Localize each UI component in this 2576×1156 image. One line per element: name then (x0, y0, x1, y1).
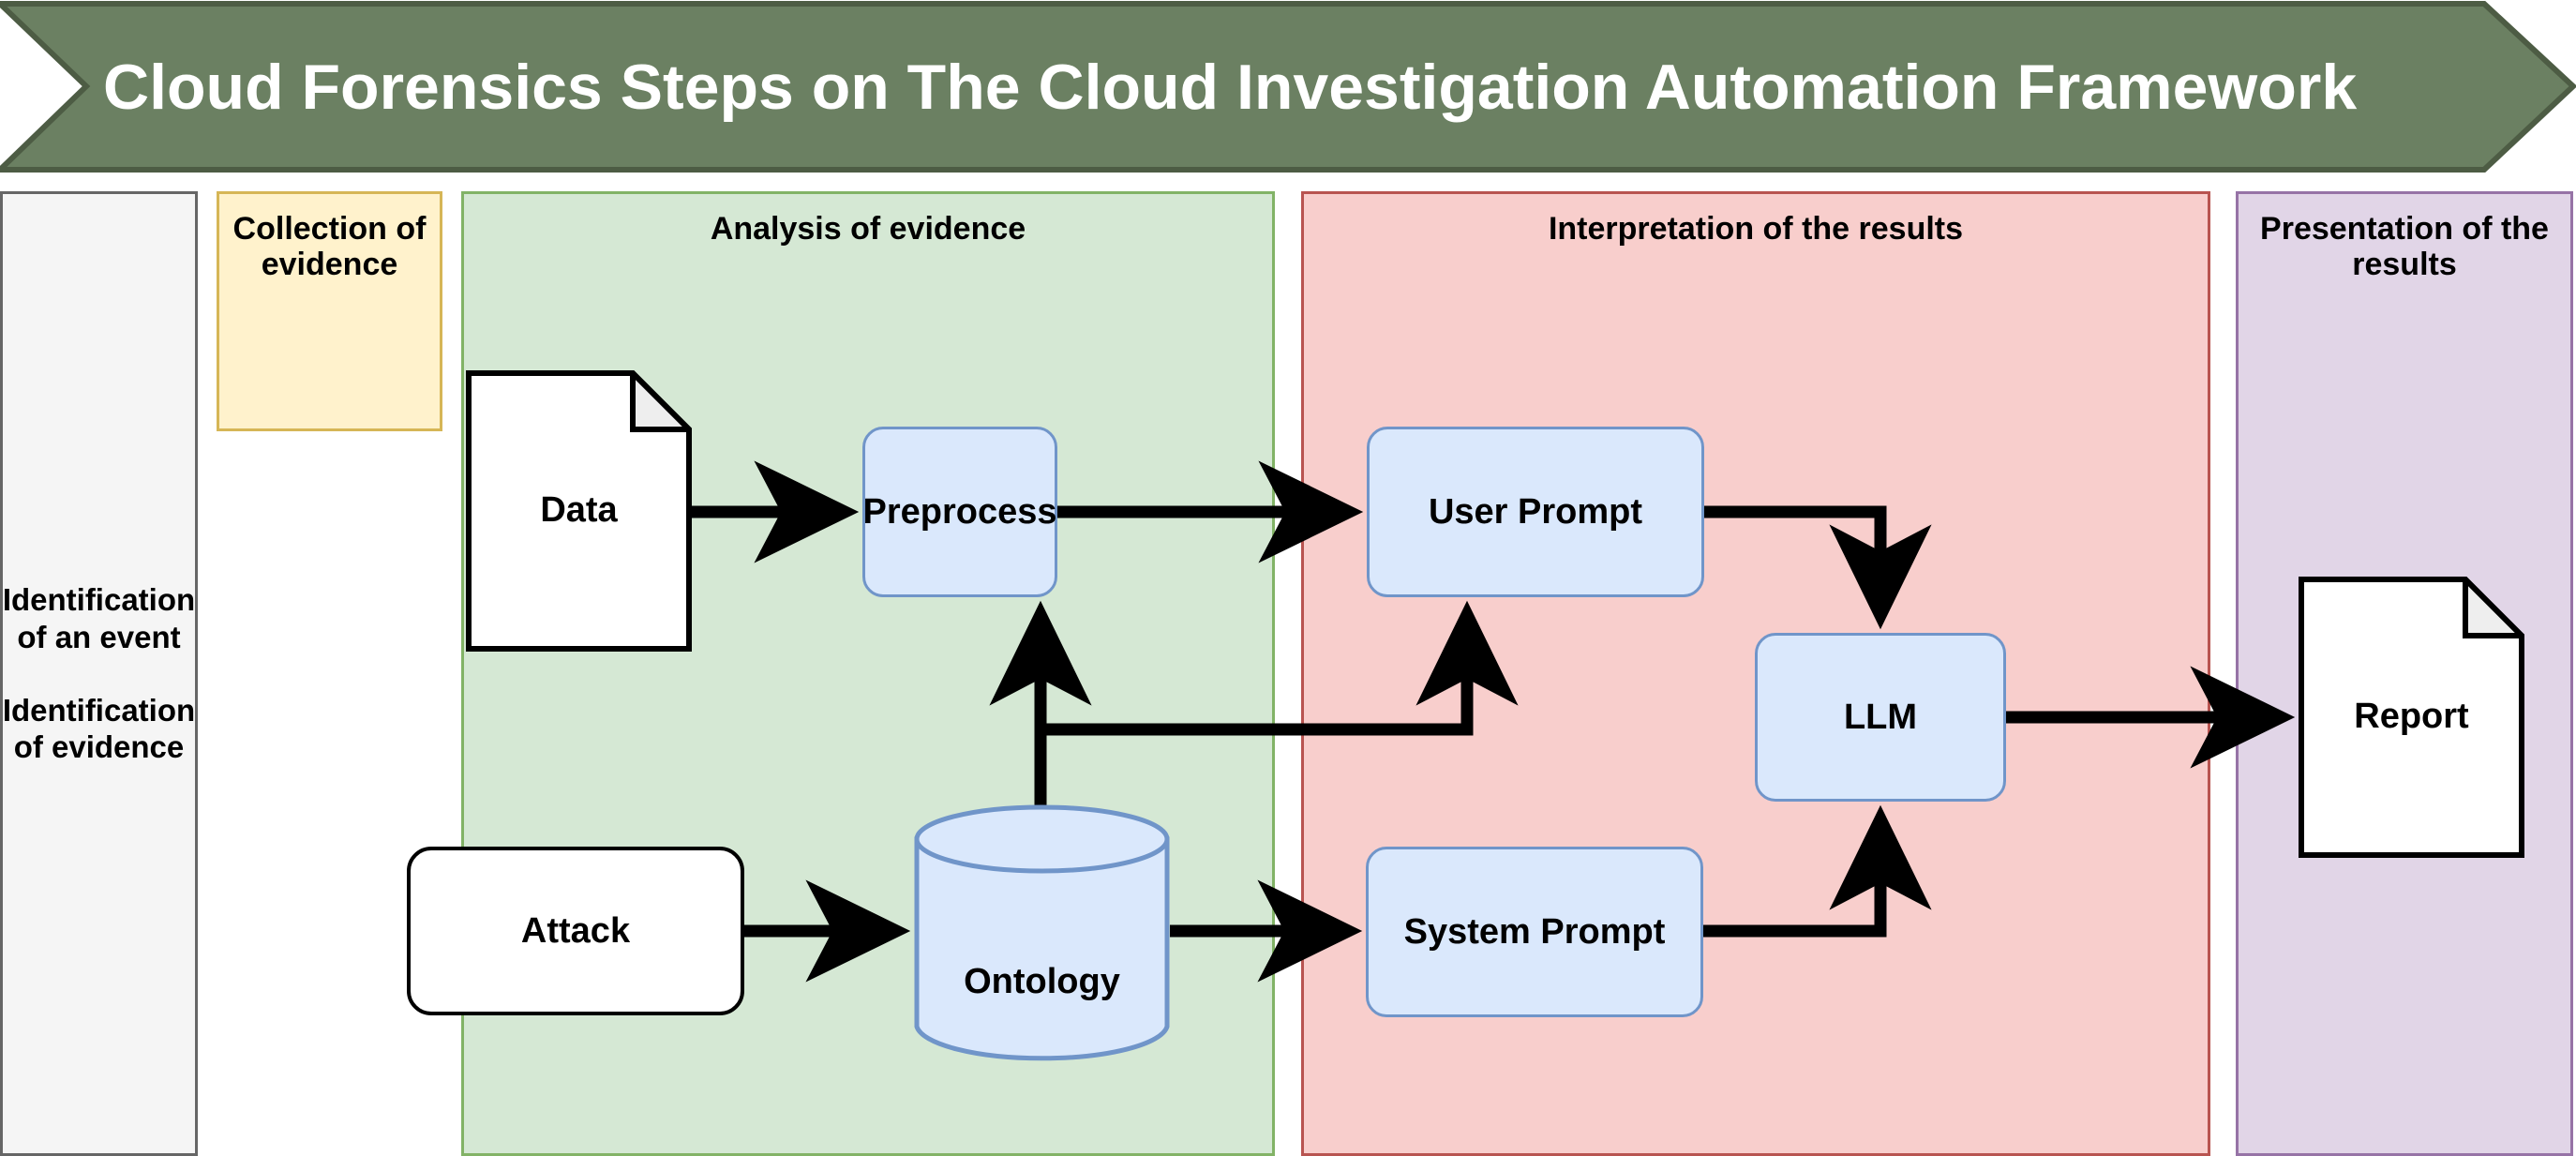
node-llm-label: LLM (1843, 697, 1918, 737)
node-system-prompt-label: System Prompt (1403, 911, 1666, 952)
node-preprocess-label: Preprocess (862, 491, 1057, 532)
node-ontology-label: Ontology (964, 962, 1120, 1001)
banner: Cloud Forensics Steps on The Cloud Inves… (0, 0, 2576, 173)
lane-identification-of-event: Identification of an event Identificatio… (0, 191, 198, 1156)
cylinder-icon (914, 804, 1170, 1061)
lane-title-presentation: Presentation of the results (2260, 211, 2549, 283)
document-icon (466, 370, 692, 652)
node-ontology[interactable]: Ontology (914, 804, 1170, 1061)
node-system-prompt[interactable]: System Prompt (1366, 847, 1703, 1017)
node-attack-label: Attack (520, 910, 631, 951)
lane-collection-of-evidence: Collection of evidence (217, 191, 442, 431)
node-preprocess[interactable]: Preprocess (862, 427, 1057, 597)
lane-title-interpretation: Interpretation of the results (1548, 211, 1964, 247)
document-icon (2299, 577, 2524, 858)
identification-line-2: Identification of evidence (2, 692, 196, 765)
identification-text-block: Identification of an event Identificatio… (3, 194, 195, 1153)
document-report-label: Report (2354, 697, 2469, 736)
node-user-prompt[interactable]: User Prompt (1367, 427, 1704, 597)
document-report[interactable]: Report (2299, 577, 2524, 858)
node-attack[interactable]: Attack (407, 847, 744, 1015)
document-data-label: Data (540, 490, 618, 530)
document-data[interactable]: Data (466, 370, 692, 652)
lane-title-collection: Collection of evidence (232, 211, 427, 283)
node-llm[interactable]: LLM (1755, 633, 2006, 802)
node-user-prompt-label: User Prompt (1428, 491, 1643, 532)
lane-title-analysis: Analysis of evidence (710, 211, 1026, 247)
banner-chevron-shape (0, 1, 2576, 173)
identification-line-1: Identification of an event (2, 582, 196, 654)
